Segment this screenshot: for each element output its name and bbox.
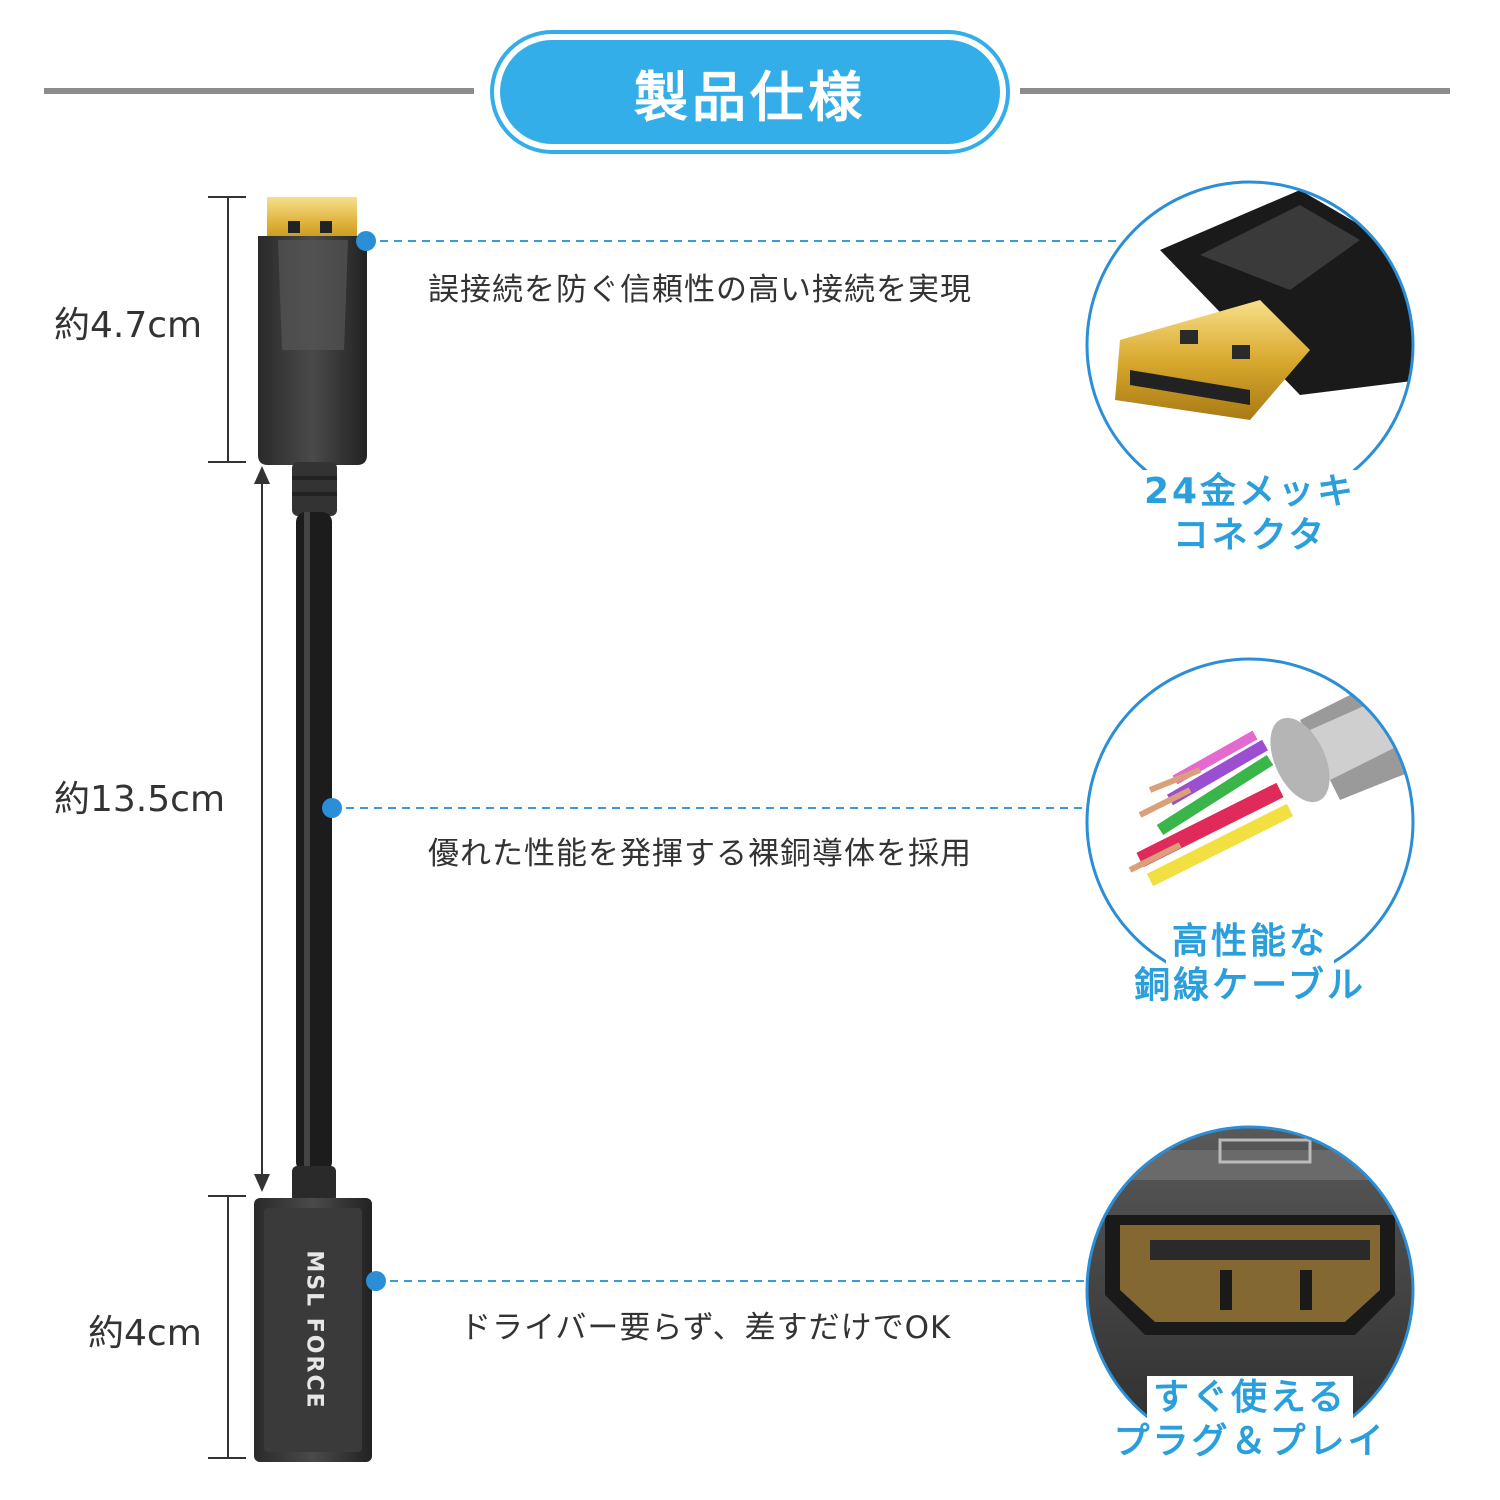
connector-closeup-image [1085,180,1415,510]
callout-dot-1 [356,231,376,251]
badge-line: 24金メッキ [1137,470,1363,514]
dimension-label-adapter: 約4cm [88,1313,202,1354]
badge-line: すぐ使える [1147,1376,1353,1420]
page-title: 製品仕様 [634,65,866,129]
displayport-plug [258,197,367,516]
badge-plug-and-play: すぐ使える プラグ＆プレイ [1085,1376,1415,1464]
arrow-up-icon [254,466,270,484]
feature-text-1: 誤接続を防ぐ信頼性の高い接続を実現 [428,272,972,308]
dimension-label-connector: 約4.7cm [54,305,203,346]
leader-lines [332,240,1120,1282]
title-pill: 製品仕様 [500,40,1000,144]
hdmi-adapter [254,1166,372,1462]
callout-dot-2 [322,798,342,818]
feature-text-3: ドライバー要らず、差すだけでOK [460,1310,952,1346]
header-rule-left [44,88,474,94]
badge-line: 銅線ケーブル [1128,964,1372,1008]
dimension-label-cable: 約13.5cm [54,779,226,820]
badge-gold-connector: 24金メッキ コネクタ [1085,470,1415,558]
badge-line: 高性能な [1165,920,1334,964]
badge-copper-cable: 高性能な 銅線ケーブル [1085,920,1415,1008]
dimension-lines [208,196,263,1459]
brand-logo: MSL FORCE [301,1250,327,1410]
header-rule-right [1020,88,1450,94]
feature-text-2: 優れた性能を発揮する裸銅導体を採用 [428,836,972,872]
badge-line: プラグ＆プレイ [1107,1420,1393,1464]
badge-line: コネクタ [1166,514,1334,558]
arrow-down-icon [254,1174,270,1192]
callout-dot-3 [366,1271,386,1291]
cable [296,512,332,1172]
